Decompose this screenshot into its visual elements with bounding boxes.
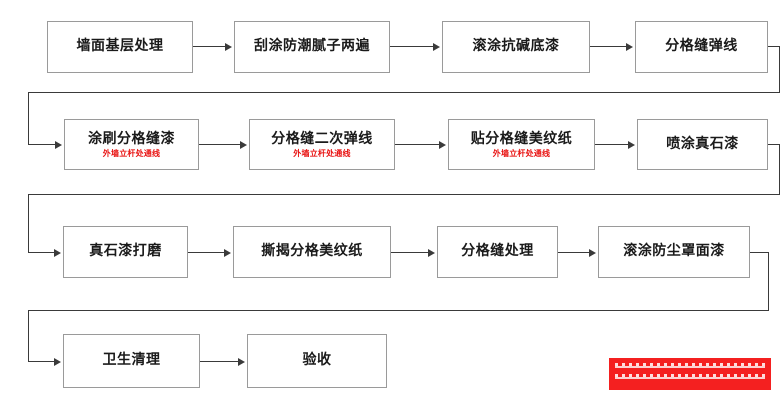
connector-9-10 bbox=[188, 252, 224, 253]
node-label: 分格缝处理 bbox=[461, 243, 534, 260]
connector-10-11 bbox=[391, 252, 428, 253]
process-node-3[interactable]: 滚涂抗碱底漆 bbox=[442, 21, 590, 73]
arrowhead-wrap-row2 bbox=[55, 141, 62, 149]
node-label: 滚涂抗碱底漆 bbox=[472, 38, 560, 55]
arrowhead-13-14 bbox=[238, 358, 245, 366]
watermark-rule-1 bbox=[615, 366, 765, 368]
node-label: 墙面基层处理 bbox=[76, 38, 164, 55]
wrap-connector-row3-downline bbox=[768, 252, 769, 310]
connector-3-4 bbox=[590, 46, 626, 47]
connector-5-6 bbox=[199, 144, 240, 145]
arrowhead-2-3 bbox=[433, 43, 440, 51]
wrap-connector-row2-across bbox=[28, 194, 780, 195]
process-node-6[interactable]: 分格缝二次弹线 外墙立杆处通线 bbox=[249, 119, 395, 170]
arrowhead-10-11 bbox=[428, 249, 435, 257]
process-node-1[interactable]: 墙面基层处理 bbox=[47, 21, 193, 73]
connector-2-3 bbox=[390, 46, 433, 47]
node-label: 分格缝二次弹线 bbox=[271, 131, 373, 148]
node-label: 滚涂防尘罩面漆 bbox=[623, 243, 725, 260]
watermark-text-line-2 bbox=[615, 374, 765, 377]
wrap-connector-row3-in bbox=[28, 252, 54, 253]
arrowhead-5-6 bbox=[240, 141, 247, 149]
arrowhead-1-2 bbox=[225, 43, 232, 51]
wrap-connector-row1-right bbox=[768, 46, 780, 47]
node-label: 撕揭分格美纹纸 bbox=[261, 243, 363, 260]
node-label: 真石漆打磨 bbox=[89, 243, 162, 260]
process-node-2[interactable]: 刮涂防潮腻子两遍 bbox=[234, 21, 390, 73]
process-node-14[interactable]: 验收 bbox=[247, 334, 387, 388]
wrap-connector-row2-right bbox=[768, 144, 780, 145]
wrap-connector-row1-down bbox=[779, 46, 780, 92]
node-note: 外墙立杆处通线 bbox=[293, 148, 351, 158]
red-watermark-banner bbox=[609, 358, 771, 390]
arrowhead-11-12 bbox=[589, 249, 596, 257]
arrowhead-6-7 bbox=[439, 141, 446, 149]
wrap-connector-row2-down bbox=[28, 92, 29, 144]
node-label: 卫生清理 bbox=[102, 352, 161, 369]
wrap-connector-row2-in bbox=[28, 144, 55, 145]
process-node-11[interactable]: 分格缝处理 bbox=[437, 226, 558, 278]
wrap-connector-row2-downline bbox=[779, 144, 780, 194]
connector-11-12 bbox=[558, 252, 589, 253]
process-node-4[interactable]: 分格缝弹线 bbox=[635, 21, 768, 73]
process-node-10[interactable]: 撕揭分格美纹纸 bbox=[233, 226, 391, 278]
process-node-13[interactable]: 卫生清理 bbox=[63, 334, 200, 388]
node-note: 外墙立杆处通线 bbox=[492, 148, 551, 158]
node-label: 贴分格缝美纹纸 bbox=[470, 131, 573, 148]
node-label: 分格缝弹线 bbox=[665, 38, 738, 55]
process-node-7[interactable]: 贴分格缝美纹纸 外墙立杆处通线 bbox=[448, 119, 595, 170]
watermark-rule-2 bbox=[615, 377, 765, 379]
node-label: 喷涂真石漆 bbox=[666, 135, 739, 152]
connector-1-2 bbox=[193, 46, 225, 47]
wrap-connector-row1-across bbox=[28, 92, 780, 93]
arrowhead-9-10 bbox=[224, 249, 231, 257]
watermark-text-line-1 bbox=[615, 363, 765, 366]
process-node-9[interactable]: 真石漆打磨 bbox=[63, 226, 188, 278]
wrap-connector-row4-in bbox=[28, 361, 54, 362]
connector-6-7 bbox=[395, 144, 439, 145]
arrowhead-wrap-row3 bbox=[54, 249, 61, 257]
arrowhead-3-4 bbox=[626, 43, 633, 51]
process-node-5[interactable]: 涂刷分格缝漆 外墙立杆处通线 bbox=[64, 119, 199, 170]
arrowhead-wrap-row4 bbox=[54, 358, 61, 366]
wrap-connector-row3-right bbox=[750, 252, 769, 253]
node-label: 刮涂防潮腻子两遍 bbox=[254, 38, 370, 55]
node-label: 涂刷分格缝漆 bbox=[88, 131, 175, 148]
arrowhead-7-8 bbox=[628, 141, 635, 149]
node-label: 验收 bbox=[302, 352, 332, 369]
wrap-connector-row3-down bbox=[28, 194, 29, 252]
connector-7-8 bbox=[595, 144, 628, 145]
wrap-connector-row3-across bbox=[28, 310, 769, 311]
process-node-12[interactable]: 滚涂防尘罩面漆 bbox=[598, 226, 750, 278]
connector-13-14 bbox=[200, 361, 238, 362]
node-note: 外墙立杆处通线 bbox=[102, 148, 161, 158]
wrap-connector-row4-down bbox=[28, 310, 29, 361]
process-node-8[interactable]: 喷涂真石漆 bbox=[637, 119, 768, 170]
